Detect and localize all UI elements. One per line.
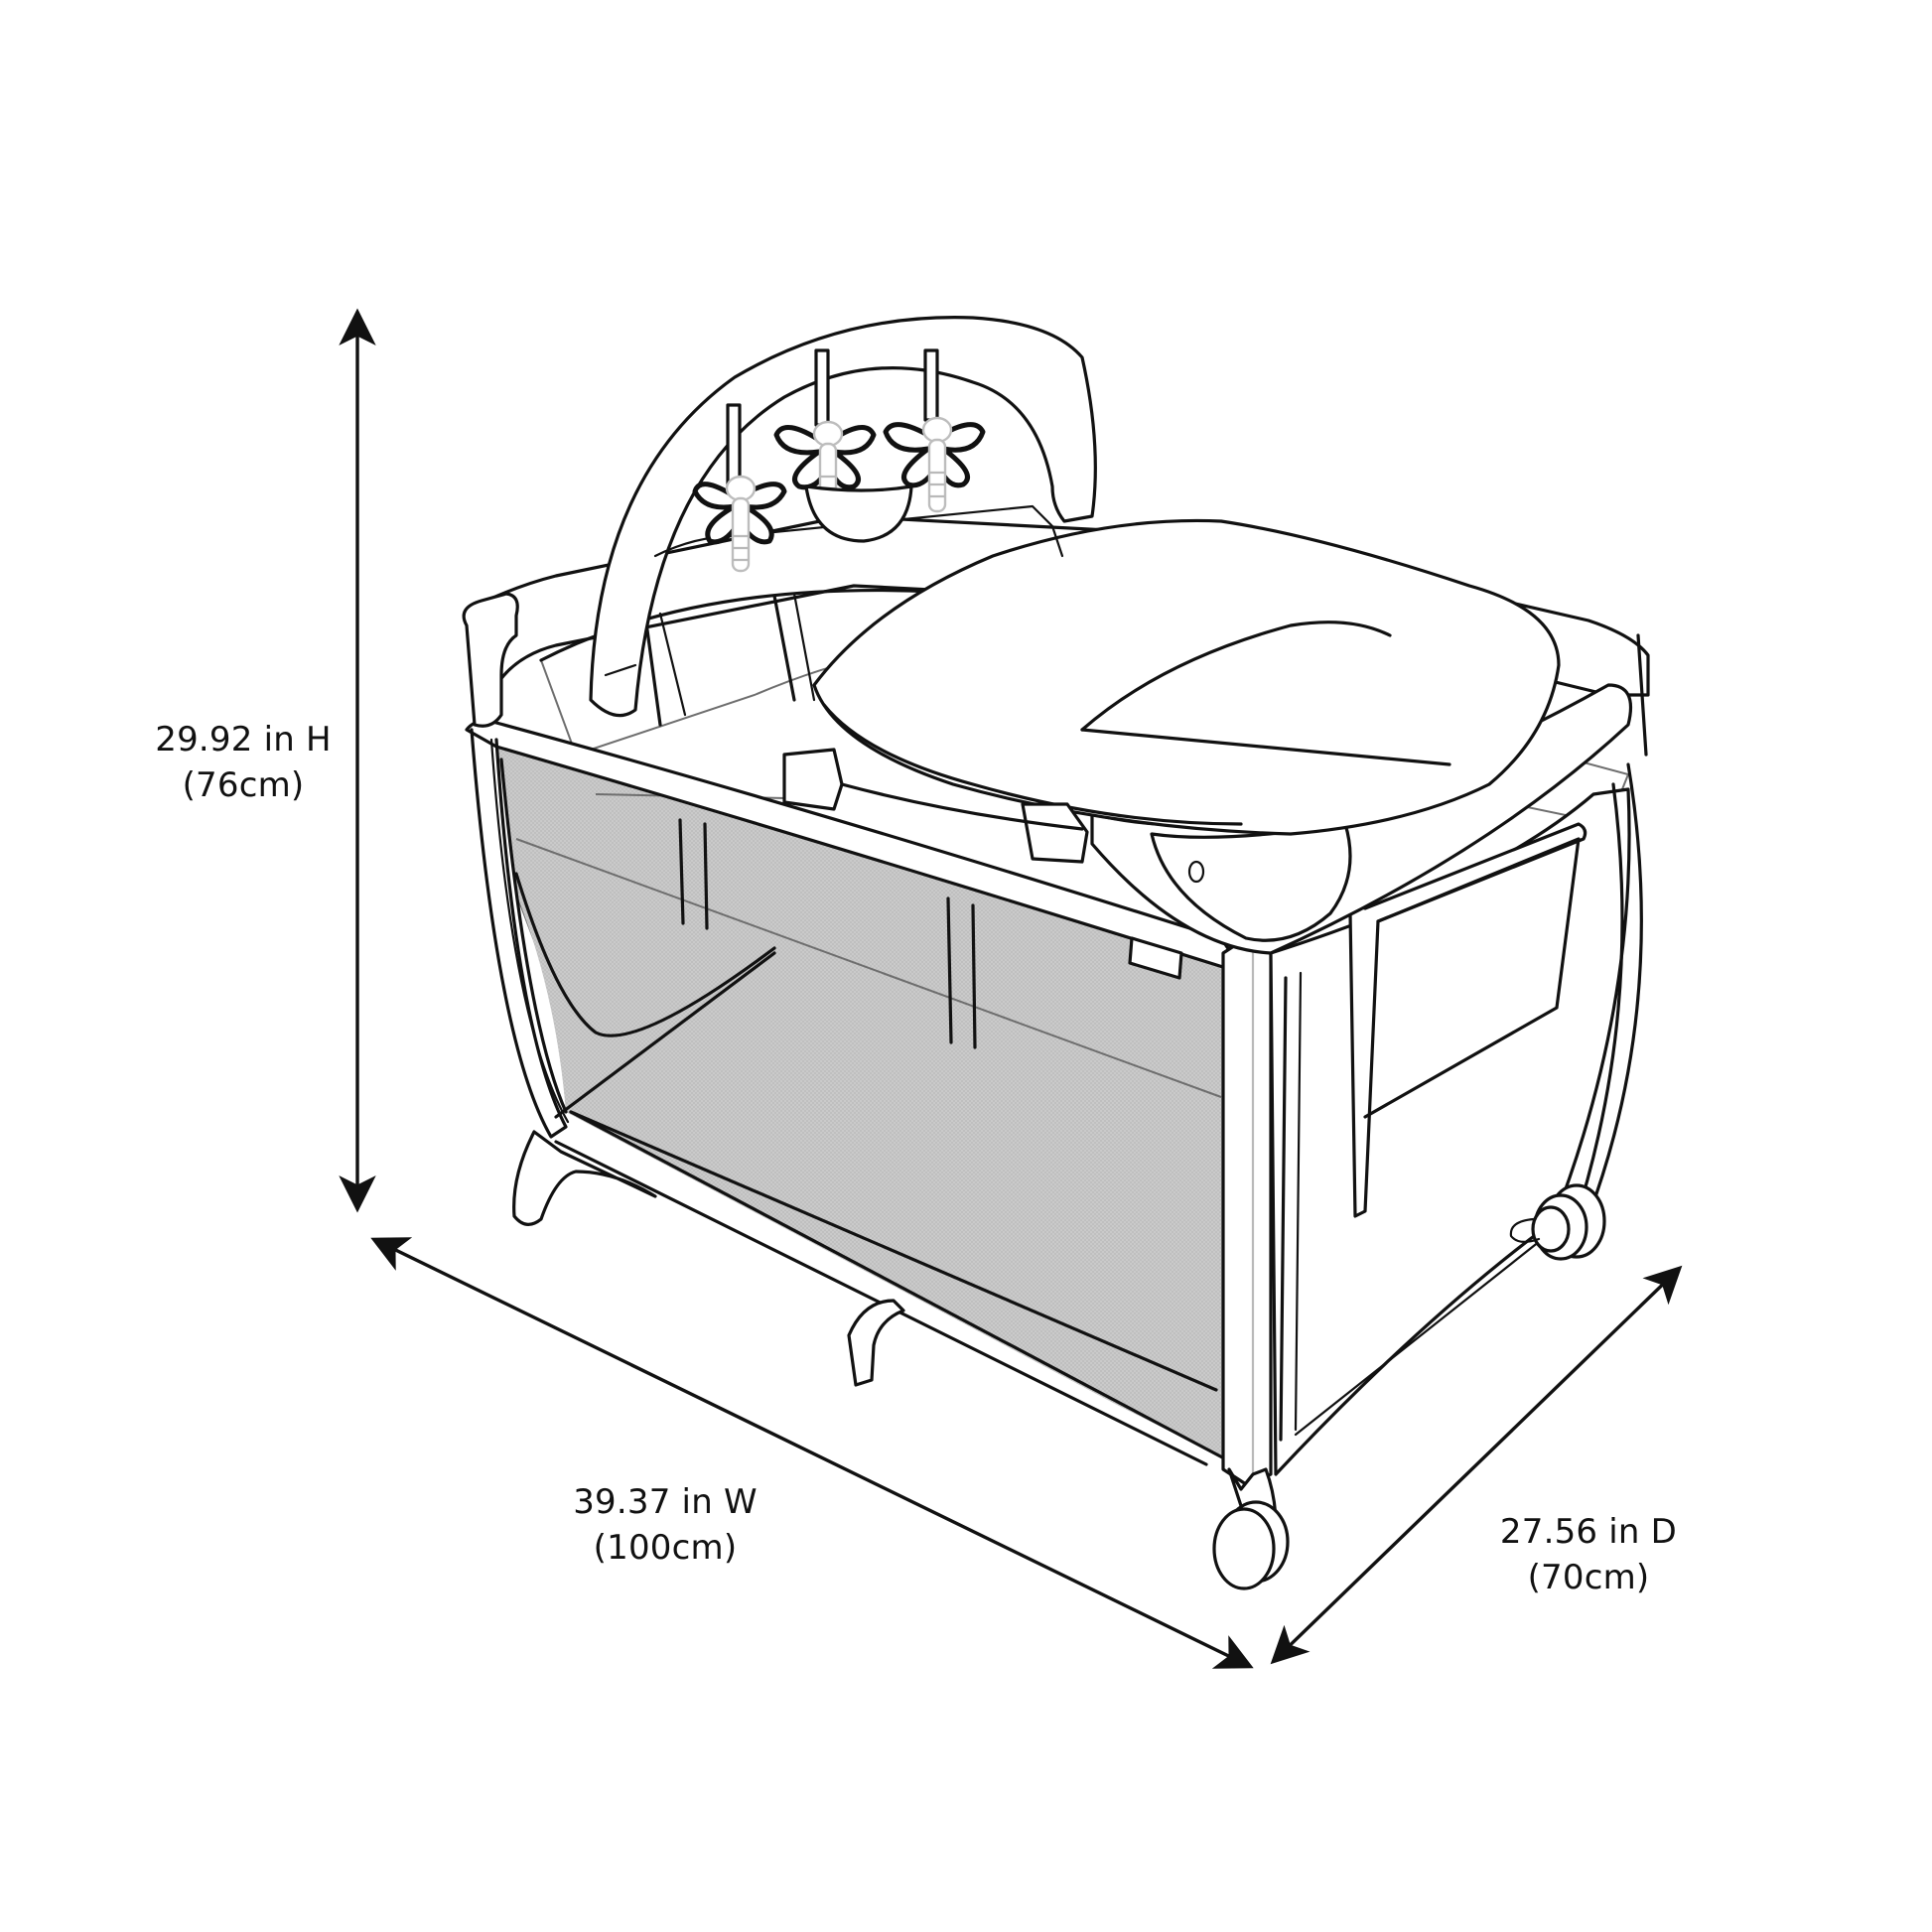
depth-dimension-arrow xyxy=(1270,1265,1683,1665)
dragonfly-toy-1 xyxy=(692,403,787,573)
width-label: 39.37 in W (100cm) xyxy=(561,1479,769,1571)
corner-cap xyxy=(1150,822,1352,942)
right-wheel xyxy=(1509,1183,1606,1261)
changing-table xyxy=(782,518,1561,864)
depth-metric: (70cm) xyxy=(1527,1558,1650,1597)
dragonfly-toy-3 xyxy=(883,348,986,513)
width-metric: (100cm) xyxy=(593,1528,738,1568)
height-metric: (76cm) xyxy=(182,765,305,805)
depth-imperial: 27.56 in D xyxy=(1499,1512,1678,1552)
width-dimension-arrow xyxy=(370,1237,1254,1669)
height-label: 29.92 in H (76cm) xyxy=(149,717,338,808)
front-wheel xyxy=(1212,1467,1290,1590)
hanging-pouch xyxy=(804,484,913,543)
depth-label: 27.56 in D (70cm) xyxy=(1494,1509,1683,1600)
height-imperial: 29.92 in H xyxy=(155,720,332,759)
playard xyxy=(462,514,1650,1590)
width-imperial: 39.37 in W xyxy=(573,1482,758,1522)
